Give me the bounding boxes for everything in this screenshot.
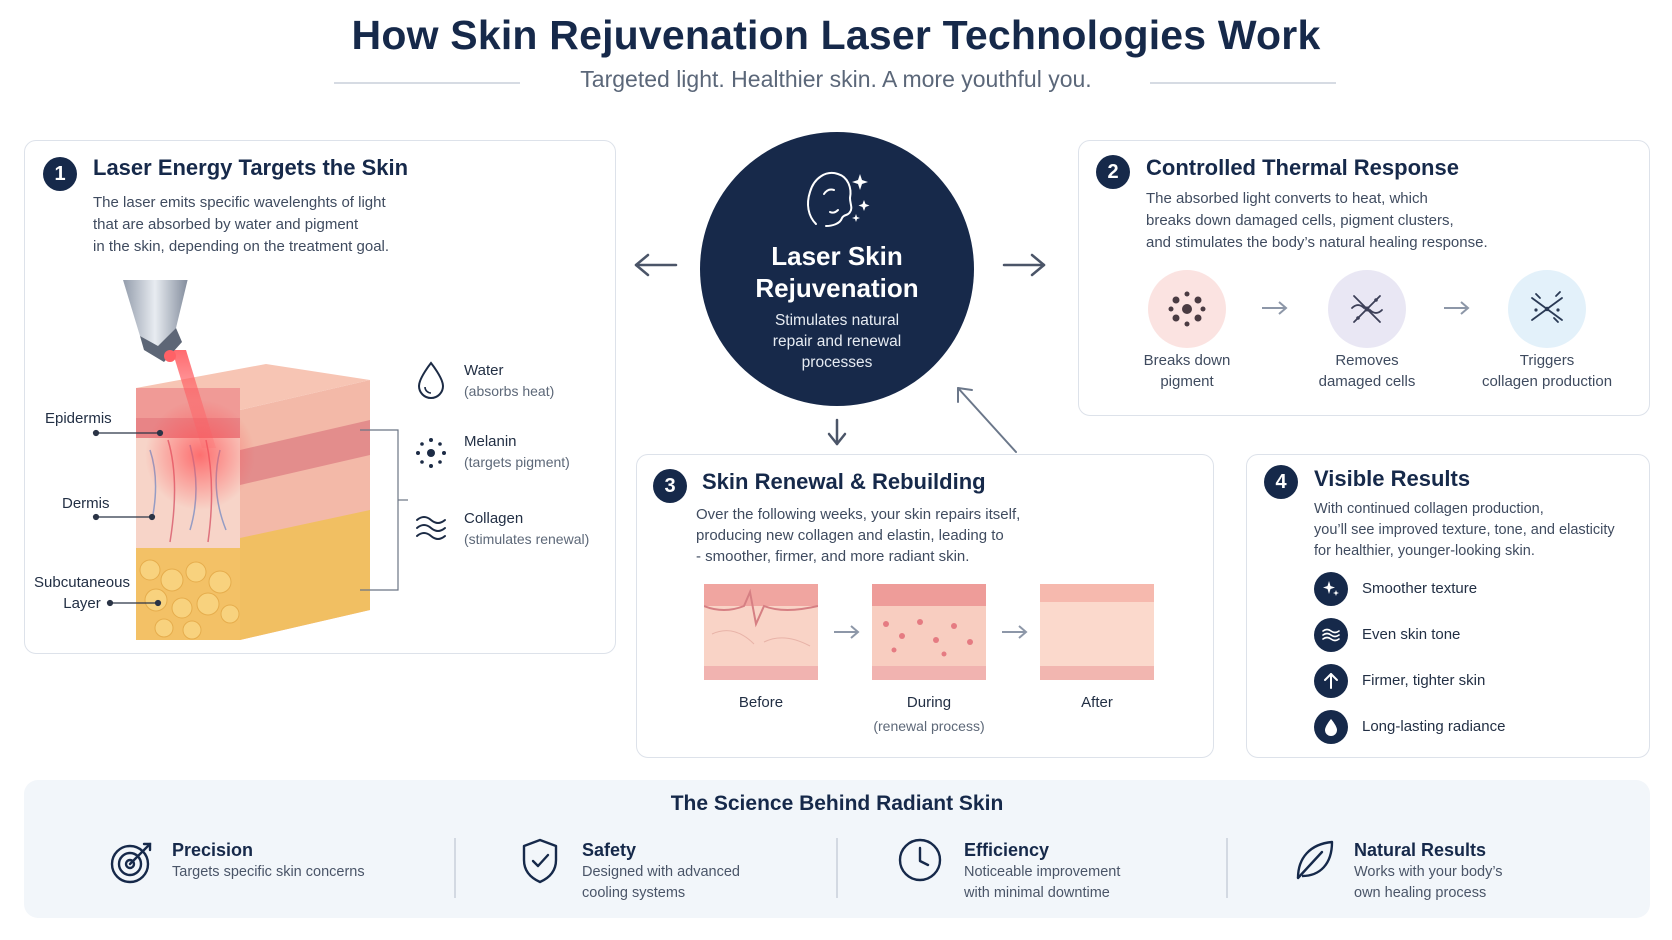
step4-description: With continued collagen production,you’l… — [1314, 501, 1615, 559]
step1-description: The laser emits specific wavelenghts of … — [93, 194, 390, 255]
arrow-right-to-step2 — [1002, 253, 1046, 277]
result-radiance-label: Long-lasting radiance — [1362, 718, 1506, 735]
step1-title: Laser Energy Targets the Skin — [93, 155, 409, 180]
result-smooth-icon-badge — [1314, 572, 1348, 606]
stage-arrow-2 — [1444, 301, 1470, 315]
leaf-icon — [1296, 840, 1334, 880]
phase-after-label: After — [1081, 694, 1113, 711]
step4-title: Visible Results — [1314, 466, 1471, 491]
feature-natural-title: Natural Results — [1354, 840, 1487, 860]
step3-number-badge: 3 — [653, 469, 687, 503]
phase-arrow-2 — [1002, 625, 1028, 639]
feature-efficiency-title: Efficiency — [964, 840, 1050, 860]
face-sparkle-icon — [807, 172, 870, 227]
subtitle-divider-left — [334, 82, 520, 84]
step4-number-badge: 4 — [1264, 465, 1298, 499]
skin-during-illustration — [872, 584, 986, 680]
layer-pointer-lines — [92, 429, 408, 607]
target-icon — [110, 842, 152, 884]
arrow-up-icon — [1324, 673, 1338, 689]
page-title: How Skin Rejuvenation Laser Technologies… — [351, 12, 1321, 58]
sparkle-icon — [1323, 581, 1339, 596]
arrow-step4-to-hub — [957, 387, 1017, 453]
target-collagen-note: (stimulates renewal) — [464, 531, 590, 547]
damaged-cells-icon — [1351, 295, 1383, 323]
target-melanin-note: (targets pigment) — [464, 454, 570, 470]
subtitle-divider-right — [1150, 82, 1336, 84]
result-firm-label: Firmer, tighter skin — [1362, 672, 1486, 689]
phase-arrow-1 — [834, 625, 860, 639]
skin-cross-section-illustration — [123, 280, 370, 640]
collagen-strands-icon — [1531, 291, 1563, 323]
waves-icon — [1322, 628, 1340, 642]
step1-number-badge: 1 — [43, 157, 77, 191]
feature-precision-title: Precision — [172, 840, 254, 860]
arrow-down-to-step3 — [827, 418, 847, 446]
feature-safety-title: Safety — [582, 840, 637, 860]
skin-before-illustration — [704, 584, 818, 680]
target-collagen-name: Collagen — [464, 510, 524, 527]
page-subtitle: Targeted light. Healthier skin. A more y… — [580, 66, 1092, 92]
pigment-cluster-icon — [1168, 291, 1206, 327]
arrow-left-to-step1 — [634, 253, 678, 277]
result-radiance-icon-badge — [1314, 710, 1348, 744]
stage-arrow-1 — [1262, 301, 1288, 315]
target-melanin-name: Melanin — [464, 433, 517, 450]
layer-label-epidermis: Epidermis — [45, 410, 112, 427]
result-tone-label: Even skin tone — [1362, 626, 1461, 643]
step2-number-badge: 2 — [1096, 155, 1130, 189]
melanin-dots-icon — [416, 438, 446, 468]
center-hub-circle — [700, 132, 974, 406]
water-drop-icon — [417, 361, 445, 399]
clock-icon — [898, 838, 942, 882]
result-tone-icon-badge — [1314, 618, 1348, 652]
step3-title: Skin Renewal & Rebuilding — [702, 469, 986, 494]
target-water-note: (absorbs heat) — [464, 383, 555, 399]
collagen-waves-icon — [416, 516, 446, 540]
step4-card — [1246, 454, 1650, 758]
feature-divider-2 — [836, 838, 838, 898]
phase-before-label: Before — [738, 694, 784, 711]
result-smooth-label: Smoother texture — [1362, 580, 1478, 597]
skin-after-illustration — [1040, 584, 1154, 680]
feature-divider-3 — [1226, 838, 1228, 898]
phase-during-label: During — [906, 694, 952, 711]
feature-divider-1 — [454, 838, 456, 898]
drop-icon — [1325, 719, 1337, 736]
step3-description: Over the following weeks, your skin repa… — [696, 506, 1021, 565]
science-title: The Science Behind Radiant Skin — [670, 792, 1004, 815]
step2-description: The absorbed light converts to heat, whi… — [1146, 190, 1488, 251]
result-firm-icon-badge — [1314, 664, 1348, 698]
feature-precision-desc: Targets specific skin concerns — [172, 864, 365, 880]
target-water-name: Water — [464, 362, 504, 379]
layer-label-dermis: Dermis — [62, 495, 110, 512]
shield-check-icon — [522, 838, 558, 884]
phase-during-note: (renewal process) — [873, 718, 985, 734]
step2-title: Controlled Thermal Response — [1146, 155, 1459, 180]
